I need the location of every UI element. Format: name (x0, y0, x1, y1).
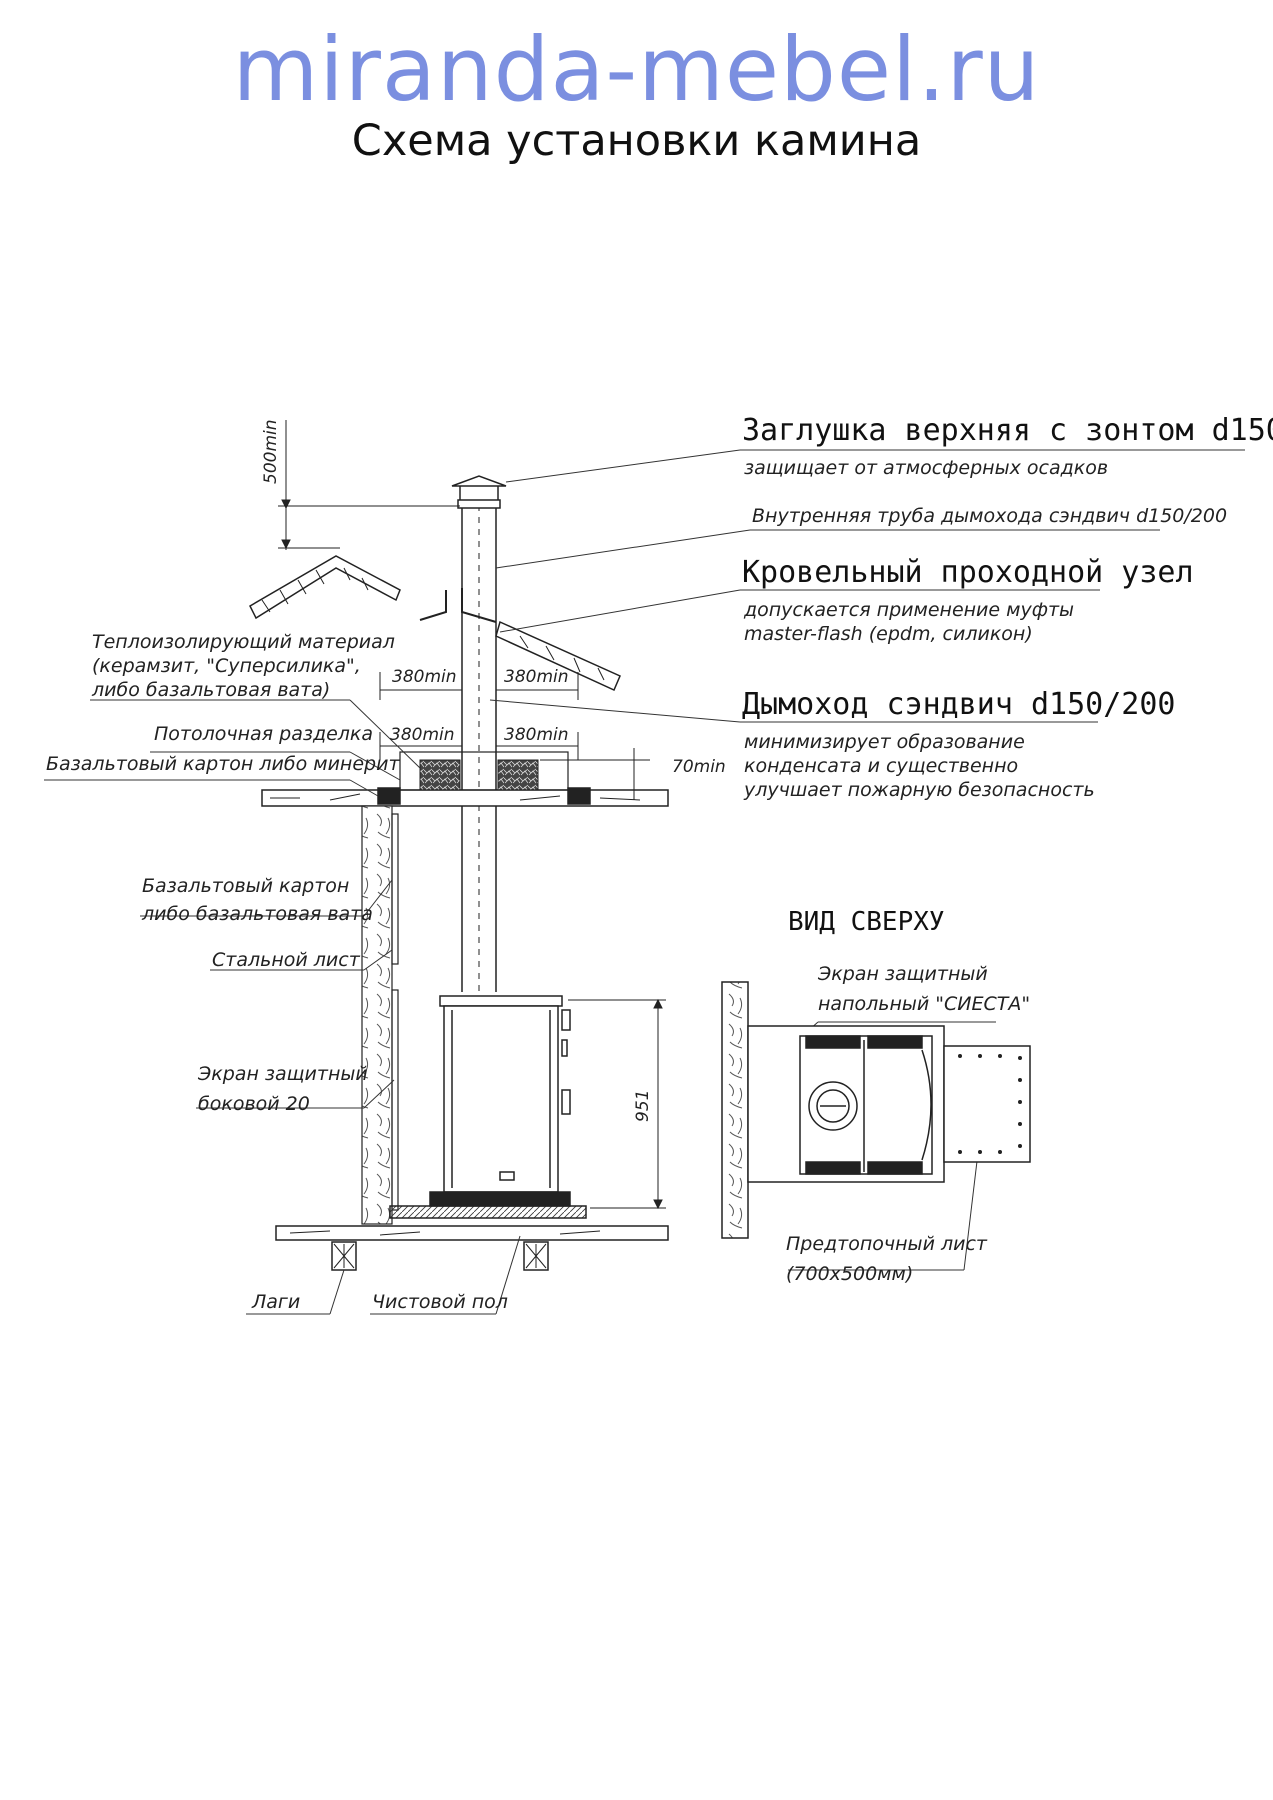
label-side-screen-1: Экран защитный (197, 1063, 368, 1085)
label-finish-floor: Чистовой пол (372, 1291, 508, 1313)
label-chimney-desc-1: минимизирует образование (744, 731, 1025, 753)
label-ceiling-cut: Потолочная разделка (154, 723, 373, 745)
dim-roof-clear: 500min (261, 419, 281, 484)
dim-left-380-top: 380min (392, 667, 457, 687)
leader-lines (44, 449, 1245, 1315)
label-wall-basalt-2: либо базальтовая вата (141, 903, 373, 925)
label-basalt-board: Базальтовый картон либо минерит (46, 753, 400, 775)
label-side-screen-2: боковой 20 (198, 1093, 310, 1115)
label-fire-sheet-2: (700х500мм) (786, 1263, 913, 1285)
floor (275, 1225, 669, 1271)
label-inner-pipe: Внутренняя труба дымохода сэндвич d150/2… (752, 505, 1227, 527)
label-wall-basalt-1: Базальтовый картон (142, 875, 349, 897)
top-view (721, 981, 1031, 1239)
ceiling-cut-box (399, 751, 569, 791)
label-roof-node-title: Кровельный проходной узел (742, 555, 1194, 590)
label-chimney-desc-2: конденсата и существенно (744, 755, 1018, 777)
label-roof-node-desc-2: master-flash (epdm, силикон) (744, 623, 1033, 645)
label-fire-sheet-1: Предтопочный лист (786, 1233, 988, 1255)
dim-ceiling-70: 70min (672, 757, 726, 777)
dim-left-380-bottom: 380min (390, 725, 455, 745)
chimney-pipe (457, 499, 501, 992)
label-steel-sheet: Стальной лист (212, 949, 361, 971)
label-floor-screen-2: напольный "СИЕСТА" (818, 993, 1030, 1015)
dim-height-951: 951 (633, 1090, 653, 1122)
label-insulation-3: либо базальтовая вата) (91, 679, 330, 701)
dim-right-380-bottom: 380min (504, 725, 569, 745)
label-top-cap-title: Заглушка верхняя с зонтом d150/200 (742, 413, 1273, 448)
top-view-title: ВИД СВЕРХУ (788, 907, 945, 937)
label-joists: Лаги (251, 1291, 300, 1313)
label-top-cap-desc: защищает от атмосферных осадков (744, 457, 1108, 479)
label-chimney-title: Дымоход сэндвич d150/200 (742, 687, 1175, 722)
dimension-lines (278, 420, 666, 1210)
site-title: miranda-mebel.ru (232, 18, 1041, 121)
label-insulation-2: (керамзит, "Суперсилика", (92, 655, 361, 677)
insulation-right (497, 759, 539, 791)
label-floor-screen-1: Экран защитный (817, 963, 988, 985)
page-title: Схема установки камина (351, 116, 922, 166)
label-insulation-1: Теплоизолирующий материал (92, 631, 395, 653)
top-cap-icon (451, 475, 507, 500)
ceiling (261, 787, 669, 807)
dim-right-380-top: 380min (504, 667, 569, 687)
brick-wall (361, 805, 393, 1225)
label-roof-node-desc-1: допускается применение муфты (743, 599, 1074, 621)
wall-basalt-layer (391, 813, 399, 1211)
label-chimney-desc-3: улучшает пожарную безопасность (743, 779, 1095, 801)
fireplace-stove (389, 995, 587, 1219)
insulation-left (419, 759, 461, 791)
